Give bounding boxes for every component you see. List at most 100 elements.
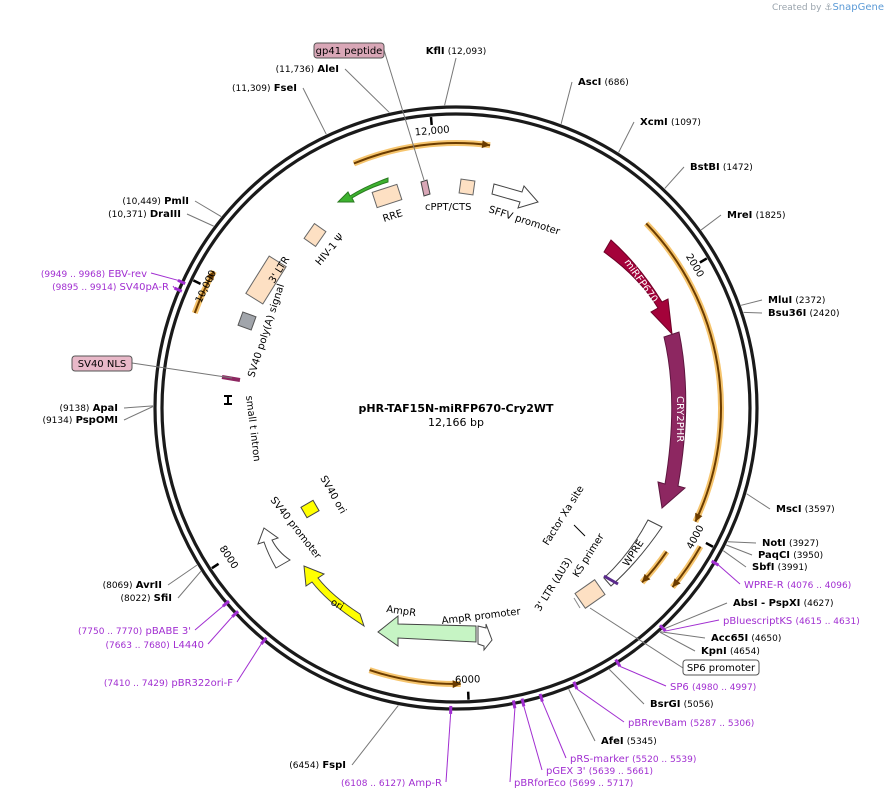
sv40-promoter-feature[interactable] bbox=[257, 527, 291, 569]
ampr-feature[interactable] bbox=[377, 614, 477, 647]
enzyme-name: XcmI bbox=[640, 117, 668, 128]
feature-arcs bbox=[191, 140, 724, 689]
rre-feature[interactable] bbox=[371, 183, 403, 209]
primer-pgex-3[interactable]: pGEX 3' (5639 .. 5661) bbox=[546, 766, 653, 777]
ltr3-du3-feature[interactable] bbox=[574, 579, 606, 609]
primer-pbabe-3[interactable]: (7750 .. 7770) pBABE 3' bbox=[78, 626, 191, 637]
enzyme-acc65i[interactable]: Acc65I (4650) bbox=[711, 633, 781, 644]
primer-leader bbox=[207, 616, 233, 645]
ltr3-feature[interactable] bbox=[245, 255, 287, 305]
enzyme-alei[interactable]: (11,736) AleI bbox=[276, 64, 339, 75]
enzyme-coord: (4654) bbox=[730, 647, 760, 657]
feature-arc-head bbox=[452, 680, 461, 689]
sffv-promoter-feature[interactable] bbox=[491, 183, 539, 209]
primer-pbluescriptks[interactable]: pBluescriptKS (4615 .. 4631) bbox=[723, 616, 860, 627]
enzyme-sfii[interactable]: (8022) SfiI bbox=[121, 593, 172, 604]
enzyme-xcmi[interactable]: XcmI (1097) bbox=[640, 117, 701, 128]
enzyme-coord: (2420) bbox=[810, 309, 840, 319]
enzyme-absi-pspxi[interactable]: AbsI - PspXI (4627) bbox=[733, 598, 834, 609]
enzyme-pmli[interactable]: (10,449) PmlI bbox=[122, 196, 189, 207]
boxed-label-sv40-nls[interactable]: SV40 NLS bbox=[78, 359, 127, 370]
primer-pbrforeco[interactable]: pBRforEco (5699 .. 5717) bbox=[514, 778, 633, 789]
primer-leader bbox=[509, 708, 516, 783]
primer-sv40pa-r[interactable]: (9895 .. 9914) SV40pA-R bbox=[52, 282, 169, 293]
enzyme-pspomi[interactable]: (9134) PspOMI bbox=[42, 415, 118, 426]
primer-marker bbox=[173, 286, 183, 293]
primer-ebv-rev[interactable]: (9949 .. 9968) EBV-rev bbox=[41, 269, 147, 280]
primer-prs-marker[interactable]: pRS-marker (5520 .. 5539) bbox=[570, 754, 696, 765]
enzyme-leader bbox=[123, 405, 154, 409]
enzyme-name: AfeI bbox=[601, 736, 624, 747]
enzyme-leader bbox=[167, 564, 198, 586]
feature-arc[interactable] bbox=[353, 142, 491, 165]
enzyme-noti[interactable]: NotI (3927) bbox=[762, 538, 819, 549]
primer-sp6[interactable]: SP6 (4980 .. 4997) bbox=[670, 682, 756, 693]
primer-coord: (9949 .. 9968) bbox=[41, 270, 105, 280]
cppt-feature[interactable] bbox=[420, 179, 431, 197]
enzyme-msci[interactable]: MscI (3597) bbox=[776, 504, 835, 515]
ks-primer-marker bbox=[573, 597, 581, 609]
enzyme-name: AleI bbox=[317, 64, 339, 75]
enzyme-leader bbox=[723, 550, 747, 568]
peach-box-feature[interactable] bbox=[458, 178, 476, 196]
backbone-circle bbox=[153, 105, 759, 711]
primer-marker bbox=[177, 278, 186, 286]
primer-leader bbox=[541, 701, 567, 759]
enzyme-bsrgi[interactable]: BsrGI (5056) bbox=[650, 699, 714, 710]
enzyme-fspi[interactable]: (6454) FspI bbox=[289, 760, 346, 771]
mirfp670-feature[interactable] bbox=[603, 239, 673, 336]
enzyme-asci[interactable]: AscI (686) bbox=[578, 77, 629, 88]
primer-pbr322ori-f[interactable]: (7410 .. 7429) pBR322ori-F bbox=[104, 678, 233, 689]
wpre-feature[interactable] bbox=[603, 519, 663, 587]
enzyme-draiii[interactable]: (10,371) DraIII bbox=[108, 209, 181, 220]
enzyme-name: AvrII bbox=[136, 580, 162, 591]
enzyme-leader bbox=[700, 214, 722, 231]
ampr-promoter-feature[interactable] bbox=[477, 623, 493, 652]
enzyme-name: DraIII bbox=[150, 209, 181, 220]
sv40-polya-feature[interactable] bbox=[237, 311, 257, 331]
map-center: pHR-TAF15N-miRFP670-Cry2WT 12,166 bp bbox=[358, 402, 554, 429]
enzyme-apai[interactable]: (9138) ApaI bbox=[60, 403, 119, 414]
primer-marker bbox=[572, 681, 579, 690]
enzyme-bstbi[interactable]: BstBI (1472) bbox=[690, 162, 753, 173]
enzyme-fsei[interactable]: (11,309) FseI bbox=[232, 83, 297, 94]
enzyme-paqci[interactable]: PaqCI (3950) bbox=[758, 550, 823, 561]
enzyme-name: NotI bbox=[762, 538, 786, 549]
enzyme-leader bbox=[746, 493, 771, 510]
enzyme-mrei[interactable]: MreI (1825) bbox=[727, 210, 786, 221]
boxed-label-sp6-promoter[interactable]: SP6 promoter bbox=[687, 663, 756, 674]
ori-feature[interactable] bbox=[303, 565, 365, 628]
enzyme-bsu36i[interactable]: Bsu36I (2420) bbox=[768, 308, 839, 319]
enzyme-afei[interactable]: AfeI (5345) bbox=[601, 736, 657, 747]
primer-coord: (5699 .. 5717) bbox=[569, 779, 633, 789]
tick-mark bbox=[429, 116, 433, 126]
feature-arc-head bbox=[642, 573, 651, 583]
primer-amp-r[interactable]: (6108 .. 6127) Amp-R bbox=[341, 778, 442, 789]
primer-marker bbox=[231, 610, 240, 618]
enzyme-kpni[interactable]: KpnI (4654) bbox=[701, 646, 760, 657]
enzyme-avrii[interactable]: (8069) AvrII bbox=[103, 580, 162, 591]
cry2phr-feature[interactable] bbox=[657, 331, 687, 509]
enzyme-name: MscI bbox=[776, 504, 802, 515]
primer-name: pGEX 3' bbox=[546, 766, 586, 777]
primer-pbrrevbam[interactable]: pBRrevBam (5287 .. 5306) bbox=[628, 718, 754, 729]
boxed-label-gp41-peptide[interactable]: gp41 peptide bbox=[316, 46, 383, 57]
primer-wpre-r[interactable]: WPRE-R (4076 .. 4096) bbox=[744, 580, 851, 591]
enzyme-sbfi[interactable]: SbfI (3991) bbox=[752, 562, 808, 573]
enzyme-coord: (11,736) bbox=[276, 65, 315, 75]
primer-l4440[interactable]: (7663 .. 7680) L4440 bbox=[106, 640, 205, 651]
boxed-label-leader bbox=[589, 607, 684, 669]
hiv1-psi-feature[interactable] bbox=[303, 222, 327, 248]
hiv-green-arrow[interactable] bbox=[336, 177, 389, 203]
enzyme-mlui[interactable]: MluI (2372) bbox=[768, 295, 825, 306]
enzyme-coord: (8069) bbox=[103, 581, 133, 591]
primer-marker bbox=[511, 700, 517, 709]
ampr-label: AmpR bbox=[386, 604, 417, 619]
feature-arc[interactable] bbox=[645, 222, 722, 523]
enzyme-kfli[interactable]: KflI (12,093) bbox=[426, 46, 487, 57]
enzyme-name: BsrGI bbox=[650, 699, 680, 710]
enzyme-coord: (1825) bbox=[756, 211, 786, 221]
enzyme-coord: (9134) bbox=[42, 416, 72, 426]
sv40-ori-label: SV40 ori bbox=[317, 474, 348, 516]
sv40-ori-feature[interactable] bbox=[300, 499, 320, 519]
